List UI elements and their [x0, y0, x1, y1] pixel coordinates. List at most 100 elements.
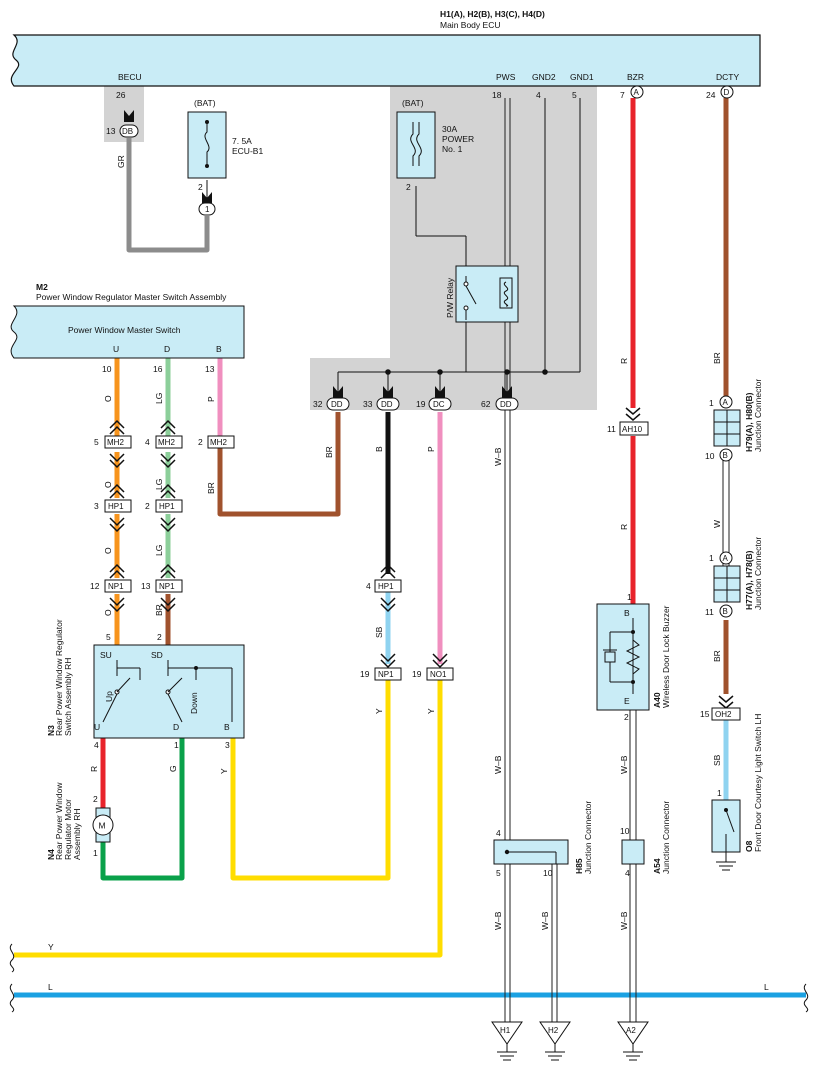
svg-text:10: 10: [620, 826, 630, 836]
svg-text:H1: H1: [500, 1026, 511, 1035]
svg-text:B: B: [624, 608, 630, 618]
ecu-pin-circle-d: D: [720, 85, 734, 99]
svg-text:BR: BR: [154, 604, 164, 616]
svg-text:W–B: W–B: [493, 755, 503, 774]
svg-text:Junction Connector: Junction Connector: [661, 801, 671, 874]
master-switch: M2 Power Window Regulator Master Switch …: [10, 282, 245, 359]
junction-a54: 10 4 A54 Junction Connector: [620, 801, 671, 878]
svg-text:D: D: [173, 722, 179, 732]
svg-text:Junction Connector: Junction Connector: [753, 379, 763, 452]
svg-text:11: 11: [607, 424, 616, 434]
becu-terminal: DB 13 GR: [106, 110, 139, 168]
svg-text:W–B: W–B: [493, 447, 503, 466]
svg-text:B: B: [216, 344, 222, 354]
ground-a2: A2: [617, 1021, 649, 1061]
svg-text:DB: DB: [122, 127, 133, 136]
ecu-pin-dcty: DCTY: [716, 72, 739, 82]
ecu-pin-bzr: BZR: [627, 72, 644, 82]
svg-text:1: 1: [627, 592, 632, 602]
svg-text:1: 1: [709, 553, 714, 563]
svg-text:R: R: [619, 358, 629, 364]
svg-text:5: 5: [94, 437, 99, 447]
svg-text:P: P: [426, 446, 436, 452]
junction-dots: [385, 369, 548, 375]
ecu-num-26: 26: [116, 90, 126, 100]
svg-text:DC: DC: [433, 400, 445, 409]
ecu-num-24: 24: [706, 90, 716, 100]
svg-text:1: 1: [709, 398, 714, 408]
svg-text:LG: LG: [154, 479, 164, 490]
harness-connectors: MH2 5 MH2 4 MH2 2 HP1 3 HP1 2: [90, 419, 235, 613]
svg-text:Switch Assembly RH: Switch Assembly RH: [63, 658, 73, 736]
svg-text:Y: Y: [48, 942, 54, 952]
svg-text:GR: GR: [116, 155, 126, 168]
svg-text:DD: DD: [331, 400, 343, 409]
svg-text:ECU-B1: ECU-B1: [232, 146, 263, 156]
svg-text:O: O: [103, 609, 113, 616]
window-motor: 2 M 1 N4 Rear Power Window Regulator Mot…: [46, 782, 114, 860]
svg-text:1: 1: [205, 205, 210, 214]
svg-text:62: 62: [481, 399, 491, 409]
svg-text:M2: M2: [36, 282, 48, 292]
svg-text:W–B: W–B: [493, 911, 503, 930]
svg-text:13: 13: [106, 126, 116, 136]
svg-text:Rear Power Window Regulator: Rear Power Window Regulator: [54, 619, 64, 736]
svg-text:Y: Y: [374, 708, 384, 714]
svg-text:32: 32: [313, 399, 323, 409]
ecu-title: H1(A), H2(B), H3(C), H4(D): [440, 9, 545, 19]
fuse-ecu-b1: (BAT) 7. 5A ECU-B1 2 1: [187, 98, 263, 216]
wires: [14, 98, 806, 998]
svg-text:1: 1: [174, 740, 179, 750]
svg-text:MH2: MH2: [107, 438, 124, 447]
ecu-num-5: 5: [572, 90, 577, 100]
ecu-pin-pws: PWS: [496, 72, 516, 82]
wb-wires: [504, 98, 730, 1022]
svg-text:AH10: AH10: [622, 425, 643, 434]
svg-text:2: 2: [198, 182, 203, 192]
svg-text:3: 3: [225, 740, 230, 750]
svg-text:B: B: [224, 722, 230, 732]
connector-row-dd: DD 32 DD 33 DC 19 DD 62: [313, 386, 519, 411]
svg-text:12: 12: [90, 581, 100, 591]
svg-text:D: D: [164, 344, 170, 354]
svg-text:NO1: NO1: [430, 670, 447, 679]
svg-text:NP1: NP1: [159, 582, 175, 591]
ecu-pin-becu: BECU: [118, 72, 142, 82]
svg-text:HP1: HP1: [378, 582, 394, 591]
svg-text:2: 2: [145, 501, 150, 511]
door-lock-buzzer: 1 B E 2 A40 Wireless Door Lock Buzzer: [596, 592, 671, 722]
svg-text:Junction Connector: Junction Connector: [583, 801, 593, 874]
svg-text:L: L: [48, 982, 53, 992]
svg-text:10: 10: [102, 364, 112, 374]
svg-text:DD: DD: [381, 400, 393, 409]
svg-text:19: 19: [412, 669, 422, 679]
svg-text:LG: LG: [154, 545, 164, 556]
svg-text:(BAT): (BAT): [402, 98, 424, 108]
svg-text:Down: Down: [189, 692, 199, 714]
svg-text:Regulator Motor: Regulator Motor: [63, 799, 73, 860]
svg-text:B: B: [723, 451, 728, 460]
svg-text:13: 13: [205, 364, 215, 374]
svg-text:HP1: HP1: [159, 502, 175, 511]
svg-text:4: 4: [366, 581, 371, 591]
svg-text:SB: SB: [712, 754, 722, 766]
svg-text:10: 10: [705, 451, 715, 461]
svg-text:U: U: [94, 722, 100, 732]
svg-text:R: R: [89, 766, 99, 772]
svg-text:BR: BR: [712, 352, 722, 364]
svg-text:10: 10: [543, 868, 553, 878]
svg-text:19: 19: [360, 669, 370, 679]
svg-text:Front Door Courtesy Light Swit: Front Door Courtesy Light Switch LH: [753, 714, 763, 852]
svg-text:A54: A54: [652, 858, 662, 874]
ecu-num-7: 7: [620, 90, 625, 100]
svg-text:BR: BR: [206, 482, 216, 494]
svg-text:11: 11: [705, 607, 714, 617]
svg-text:5: 5: [496, 868, 501, 878]
svg-text:4: 4: [625, 868, 630, 878]
svg-text:SB: SB: [374, 626, 384, 638]
svg-text:19: 19: [416, 399, 426, 409]
svg-text:H85: H85: [574, 858, 584, 874]
svg-text:O: O: [103, 547, 113, 554]
wire-labels: BR B P W–B R BR BR R W BR SB SB Y Y Y G …: [48, 352, 769, 992]
